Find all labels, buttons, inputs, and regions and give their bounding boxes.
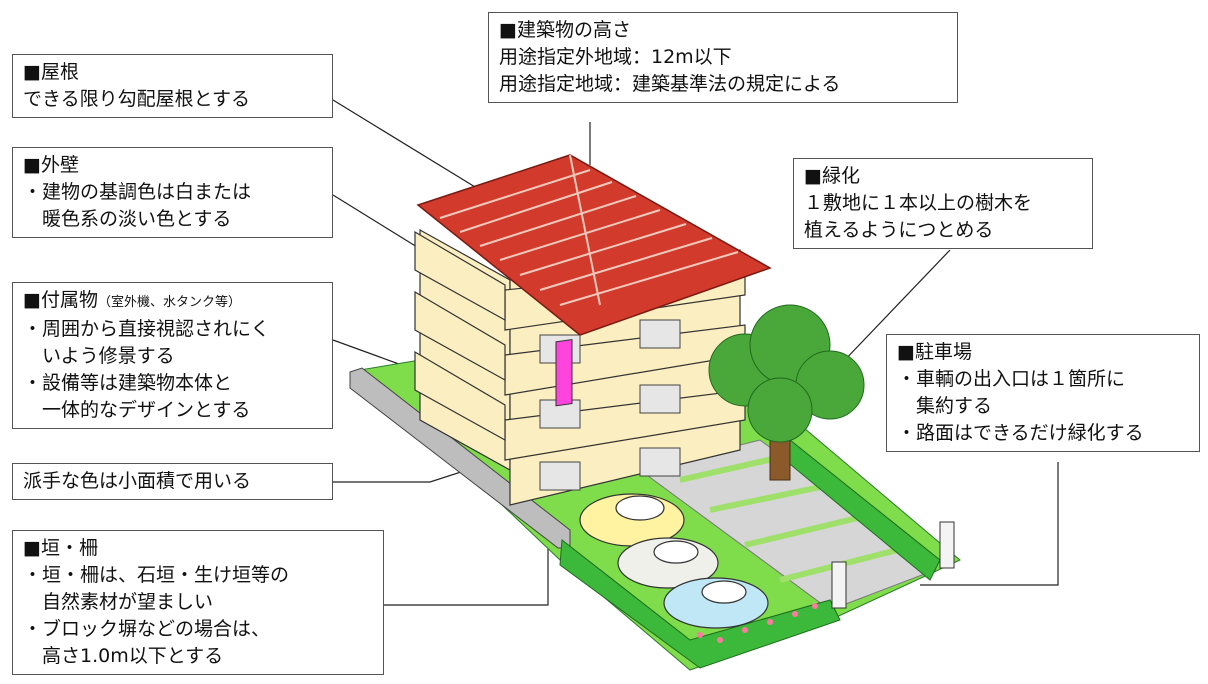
gate-post-left <box>831 561 847 609</box>
attach-label-line-4: 一体的なデザインとする <box>23 399 251 421</box>
attach-label: ■付属物（室外機、水タンク等） ・周囲から直接視認されにく いよう修景する ・設… <box>12 282 333 429</box>
fence-label: ■垣・柵 ・垣・柵は、石垣・生け垣等の 自然素材が望ましい ・ブロック塀などの場… <box>12 530 384 675</box>
tree-canopy <box>708 304 865 443</box>
parking-label-line-3: ・路面はできるだけ緑化する <box>897 422 1144 444</box>
wall-label-line-1: ・建物の基調色は白または <box>23 181 252 203</box>
attach-label-line-1: ・周囲から直接視認されにく <box>23 318 270 340</box>
attach-label-title-row: ■付属物（室外機、水タンク等） <box>23 287 322 316</box>
parking-label-line-2: 集約する <box>897 395 993 417</box>
attach-label-line-2: いよう修景する <box>23 345 175 367</box>
height-label-line-2: 用途指定地域：建築基準法の規定による <box>499 73 841 95</box>
parking-label-line-1: ・車輌の出入口は１箇所に <box>897 368 1126 390</box>
wall-label-title: ■外壁 <box>23 154 79 176</box>
fence-label-line-4: 高さ1.0m以下とする <box>23 645 224 667</box>
hedge-flowers <box>697 603 818 643</box>
parking-label: ■駐車場 ・車輌の出入口は１箇所に 集約する ・路面はできるだけ緑化する <box>886 334 1200 452</box>
fence-label-line-3: ・ブロック塀などの場合は、 <box>23 618 271 640</box>
wall-label: ■外壁 ・建物の基調色は白または 暖色系の淡い色とする <box>12 147 333 238</box>
green-label: ■緑化 １敷地に１本以上の樹木を 植えるようにつとめる <box>793 158 1093 249</box>
leader-lines <box>332 99 1059 606</box>
flashy-label-line: 派手な色は小面積で用いる <box>23 470 252 492</box>
height-label: ■建築物の高さ 用途指定外地域：12m以下 用途指定地域：建築基準法の規定による <box>488 12 958 103</box>
flashy-label: 派手な色は小面積で用いる <box>12 463 333 500</box>
green-label-title: ■緑化 <box>804 165 860 187</box>
roof <box>416 154 772 336</box>
attach-label-line-3: ・設備等は建築物本体と <box>23 372 233 394</box>
roof-label-line: できる限り勾配屋根とする <box>23 88 251 110</box>
fence-label-title: ■垣・柵 <box>23 537 98 559</box>
cars <box>579 493 769 629</box>
roof-label: ■屋根 できる限り勾配屋根とする <box>12 54 333 118</box>
height-label-line-1: 用途指定外地域：12m以下 <box>499 46 732 68</box>
height-label-title: ■建築物の高さ <box>499 19 631 41</box>
hedge <box>559 539 841 669</box>
roof-tiles <box>439 154 739 306</box>
roof-label-title: ■屋根 <box>23 61 79 83</box>
parking-label-title: ■駐車場 <box>897 341 972 363</box>
attach-label-title-note: （室外機、水タンク等） <box>97 295 241 310</box>
gate-post-right <box>939 521 955 569</box>
fence-label-line-2: 自然素材が望ましい <box>23 591 214 613</box>
green-label-line-2: 植えるようにつとめる <box>804 219 994 241</box>
attach-label-title: ■付属物 <box>23 289 98 311</box>
accent-sign <box>555 339 573 407</box>
wall-label-line-2: 暖色系の淡い色とする <box>23 208 232 230</box>
fence-label-line-1: ・垣・柵は、石垣・生け垣等の <box>23 564 290 586</box>
green-label-line-1: １敷地に１本以上の樹木を <box>804 192 1033 214</box>
